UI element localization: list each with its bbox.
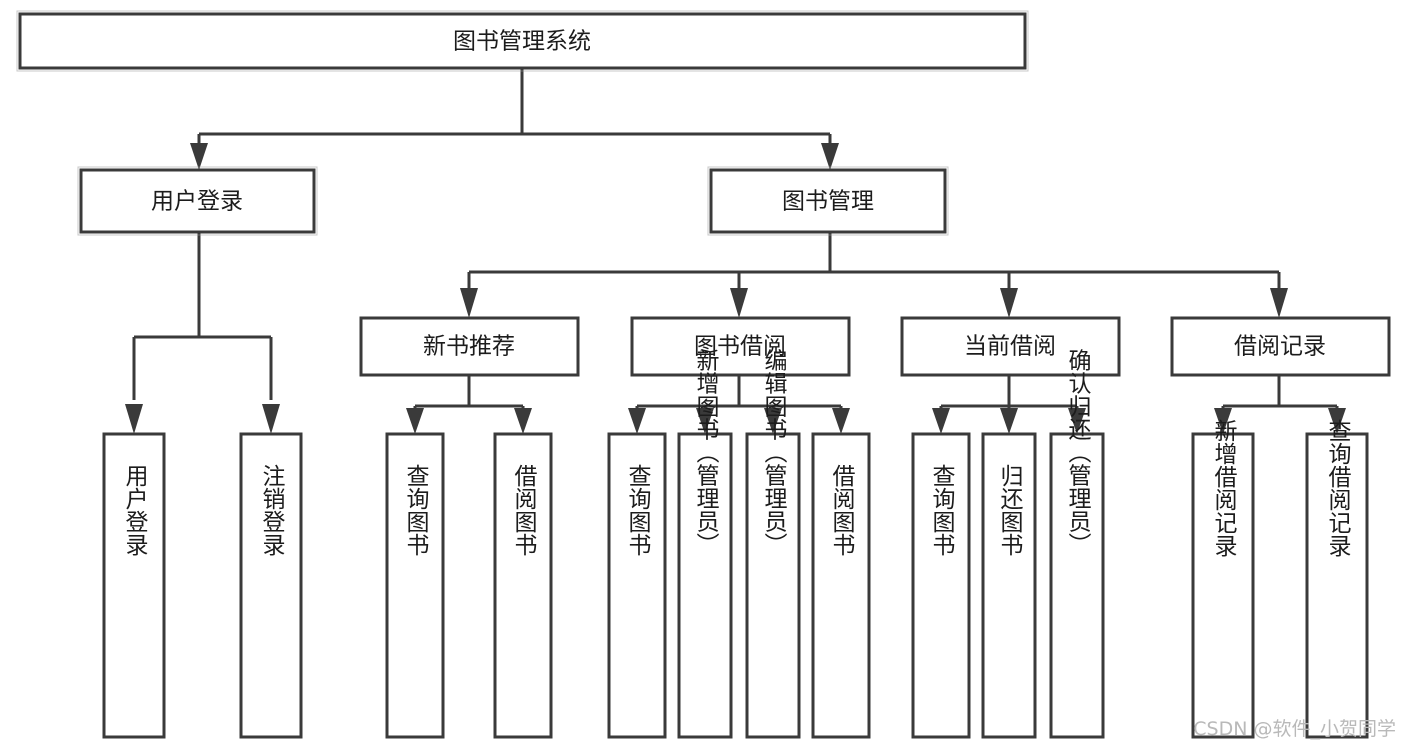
leaf-return-book[interactable]: 归还图书 bbox=[981, 432, 1037, 739]
arrow-head-new-book-rec bbox=[460, 288, 478, 318]
leaf-query-book-borrow[interactable]: 查询图书 bbox=[607, 432, 667, 739]
leaf-edit-book[interactable]: 编辑图书（管理员） bbox=[745, 349, 801, 739]
node-book-borrow[interactable]: 图书借阅 bbox=[630, 316, 851, 377]
arrow-head-leaf-query-record bbox=[1328, 408, 1346, 434]
arrow-head-borrow-record bbox=[1270, 288, 1288, 318]
arrow-head-leaf-add-book bbox=[696, 408, 714, 434]
leaf-query-record-label: 查询借阅记录 bbox=[1324, 419, 1352, 557]
node-borrow-record-rect[interactable] bbox=[1170, 316, 1391, 377]
leaf-edit-book-rect[interactable] bbox=[745, 432, 801, 739]
arrow-head-leaf-query-book-c bbox=[932, 408, 950, 434]
node-user-login[interactable]: 用户登录 bbox=[77, 166, 318, 236]
node-book-borrow-rect[interactable] bbox=[630, 316, 851, 377]
leaf-query-book-rec-label: 查询图书 bbox=[402, 464, 430, 556]
node-user-login-label: 用户登录 bbox=[151, 189, 243, 215]
leaf-return-book-label: 归还图书 bbox=[996, 464, 1024, 556]
leaf-add-book-rect[interactable] bbox=[677, 432, 733, 739]
node-borrow-record[interactable]: 借阅记录 bbox=[1170, 316, 1391, 377]
arrow-head-leaf-query-book-a bbox=[406, 408, 424, 434]
arrow-head-leaf-query-book-b bbox=[628, 408, 646, 434]
node-book-manage-label: 图书管理 bbox=[782, 189, 874, 215]
csdn-watermark: CSDN @软件_小贺同学 bbox=[1193, 718, 1396, 740]
arrow-head-leaf-edit-book bbox=[764, 408, 782, 434]
node-user-login-shadow bbox=[77, 166, 318, 236]
leaf-user-login-rect[interactable] bbox=[102, 432, 166, 739]
leaf-logout-rect[interactable] bbox=[239, 432, 303, 739]
leaf-borrow-book-borrow-label: 借阅图书 bbox=[828, 464, 856, 556]
leaf-query-book-borrow-rect[interactable] bbox=[607, 432, 667, 739]
connector-layer bbox=[125, 68, 1346, 434]
leaf-borrow-book-rec-label: 借阅图书 bbox=[510, 464, 538, 556]
node-new-book-rec[interactable]: 新书推荐 bbox=[359, 316, 580, 377]
node-book-manage[interactable]: 图书管理 bbox=[707, 166, 949, 236]
arrow-head-book-borrow bbox=[730, 288, 748, 318]
leaf-add-record[interactable]: 新增借阅记录 bbox=[1191, 419, 1255, 739]
node-book-manage-rect[interactable] bbox=[709, 168, 947, 234]
leaf-logout-label: 注销登录 bbox=[258, 464, 286, 556]
node-user-login-rect[interactable] bbox=[79, 168, 316, 234]
node-current-borrow[interactable]: 当前借阅 bbox=[900, 316, 1121, 377]
leaf-query-book-rec-rect[interactable] bbox=[385, 432, 445, 739]
leaf-borrow-book-borrow[interactable]: 借阅图书 bbox=[811, 432, 871, 739]
arrow-head-leaf-confirm-return bbox=[1068, 408, 1086, 434]
arrow-head-leaf-user-login bbox=[125, 404, 143, 434]
node-root[interactable]: 图书管理系统 bbox=[16, 10, 1029, 72]
arrow-head-user-login bbox=[190, 143, 208, 170]
leaf-user-login-label: 用户登录 bbox=[121, 464, 149, 556]
node-root-rect[interactable] bbox=[18, 12, 1027, 70]
leaf-query-book-rec[interactable]: 查询图书 bbox=[385, 432, 445, 739]
leaf-confirm-return-label: 确认归还（管理员） bbox=[1064, 349, 1092, 556]
node-borrow-record-label: 借阅记录 bbox=[1234, 334, 1326, 360]
leaf-confirm-return[interactable]: 确认归还（管理员） bbox=[1049, 349, 1105, 739]
leaf-edit-book-label: 编辑图书（管理员） bbox=[760, 349, 788, 556]
arrow-head-leaf-add-record bbox=[1214, 408, 1232, 434]
leaf-borrow-book-rec-rect[interactable] bbox=[493, 432, 553, 739]
node-root-shadow bbox=[16, 10, 1029, 72]
leaf-query-book-borrow-label: 查询图书 bbox=[624, 464, 652, 556]
leaf-add-book[interactable]: 新增图书（管理员） bbox=[677, 349, 733, 739]
arrow-head-leaf-borrow-book-a bbox=[514, 408, 532, 434]
arrow-head-leaf-borrow-book-b bbox=[832, 408, 850, 434]
leaf-borrow-book-rec[interactable]: 借阅图书 bbox=[493, 432, 553, 739]
leaf-borrow-book-borrow-rect[interactable] bbox=[811, 432, 871, 739]
leaf-add-record-rect[interactable] bbox=[1191, 432, 1255, 739]
arrow-head-leaf-logout bbox=[262, 404, 280, 434]
leaf-return-book-rect[interactable] bbox=[981, 432, 1037, 739]
leaf-query-record-rect[interactable] bbox=[1305, 432, 1369, 739]
leaf-query-book-current-rect[interactable] bbox=[911, 432, 971, 739]
leaf-logout[interactable]: 注销登录 bbox=[239, 432, 303, 739]
node-book-borrow-label: 图书借阅 bbox=[694, 334, 786, 360]
node-new-book-rec-rect[interactable] bbox=[359, 316, 580, 377]
leaf-query-book-current[interactable]: 查询图书 bbox=[911, 432, 971, 739]
node-new-book-rec-label: 新书推荐 bbox=[423, 334, 515, 360]
node-current-borrow-label: 当前借阅 bbox=[964, 334, 1056, 360]
arrow-head-current-borrow bbox=[1000, 288, 1018, 318]
leaf-add-record-label: 新增借阅记录 bbox=[1210, 419, 1238, 557]
arrow-head-leaf-return-book bbox=[1000, 408, 1018, 434]
node-book-manage-shadow bbox=[707, 166, 949, 236]
leaf-add-book-label: 新增图书（管理员） bbox=[692, 349, 720, 556]
leaf-query-record[interactable]: 查询借阅记录 bbox=[1305, 419, 1369, 739]
node-current-borrow-rect[interactable] bbox=[900, 316, 1121, 377]
leaf-query-book-current-label: 查询图书 bbox=[928, 464, 956, 556]
leaf-user-login[interactable]: 用户登录 bbox=[102, 432, 166, 739]
leaf-confirm-return-rect[interactable] bbox=[1049, 432, 1105, 739]
arrow-head-book-manage bbox=[821, 143, 839, 170]
node-root-label: 图书管理系统 bbox=[453, 29, 591, 55]
